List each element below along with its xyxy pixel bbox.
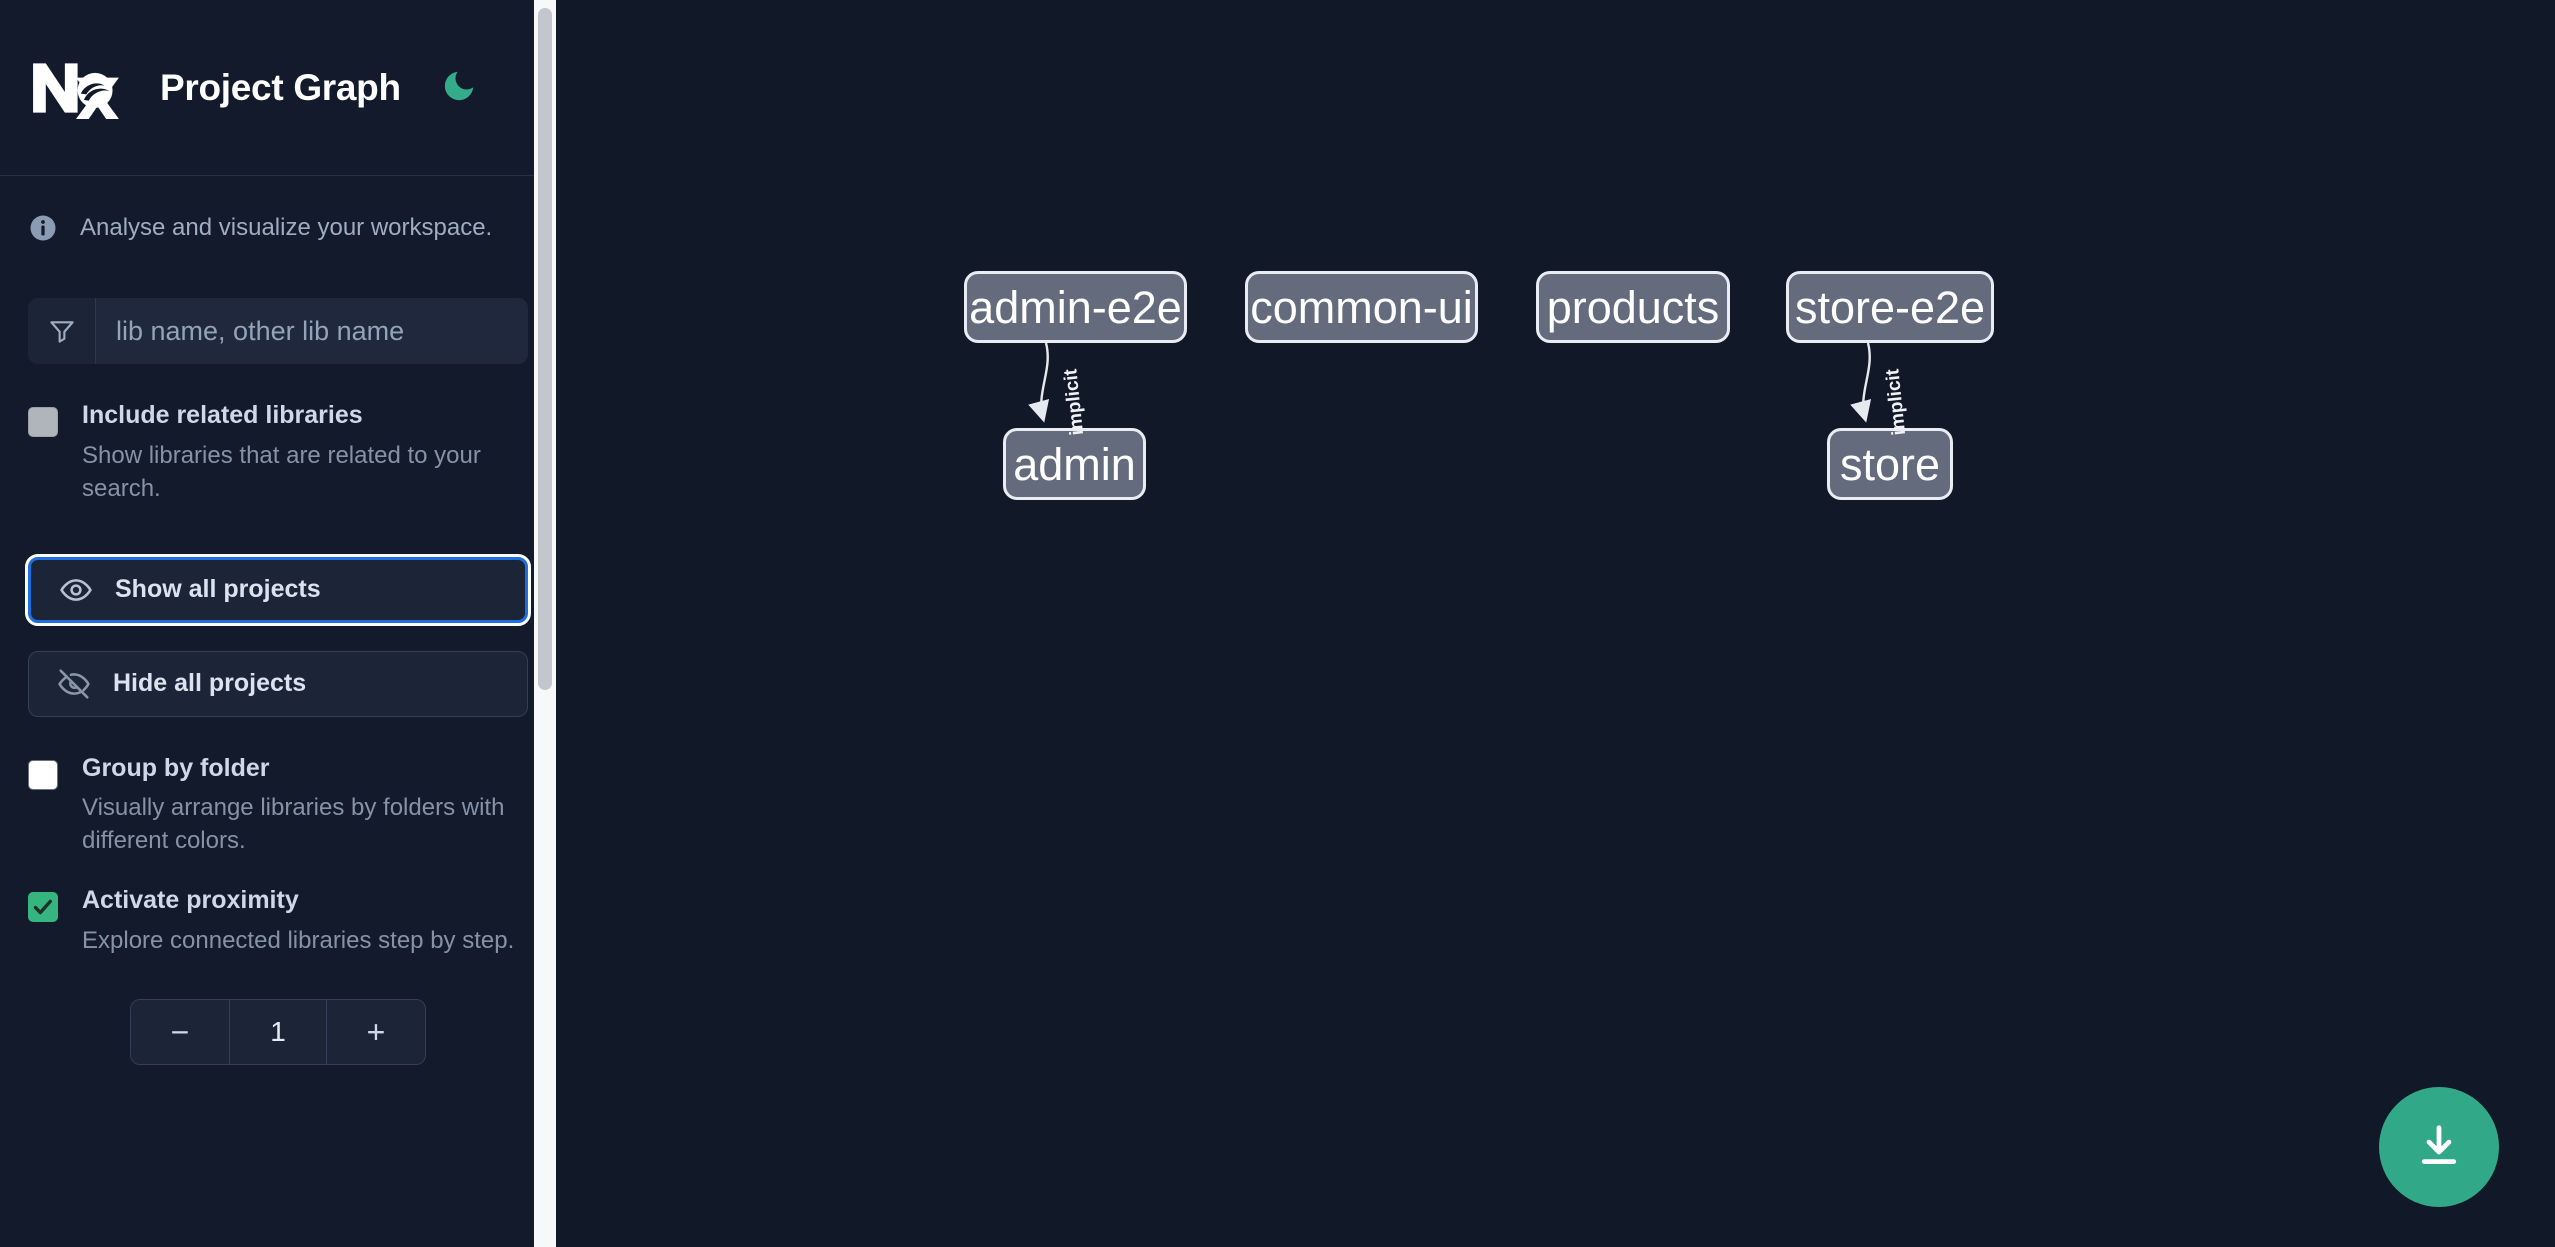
show-all-projects-button[interactable]: Show all projects	[25, 553, 531, 626]
graph-node-common-ui[interactable]: common-ui	[1245, 271, 1478, 343]
edge-store-e2e-to-store	[1850, 342, 1872, 423]
option-activate-proximity[interactable]: Activate proximity Explore connected lib…	[28, 887, 528, 957]
page-title: Project Graph	[160, 66, 401, 108]
stepper-decrement-button[interactable]: −	[131, 1000, 229, 1065]
eye-off-icon	[57, 667, 91, 701]
option-group-by-folder[interactable]: Group by folder Visually arrange librari…	[28, 753, 528, 858]
graph-node-admin[interactable]: admin	[1003, 428, 1146, 500]
option-label: Activate proximity	[82, 886, 299, 915]
graph-edges	[1028, 342, 1872, 423]
sidebar-scrollbar-track[interactable]	[534, 0, 556, 1247]
eye-icon	[59, 573, 93, 607]
option-description: Visually arrange libraries by folders wi…	[82, 794, 505, 855]
option-label: Group by folder	[82, 753, 270, 782]
graph-node-products[interactable]: products	[1536, 271, 1730, 343]
checkbox-activate-proximity[interactable]	[28, 892, 58, 923]
moon-icon	[440, 67, 478, 108]
show-all-projects-label: Show all projects	[115, 575, 321, 604]
graph-node-store[interactable]: store	[1827, 428, 1953, 500]
stepper-increment-button[interactable]: +	[327, 1000, 425, 1065]
graph-node-label: store-e2e	[1794, 281, 1986, 333]
graph-node-admin-e2e[interactable]: admin-e2e	[964, 271, 1187, 343]
edge-label-store-e2e-to-store: implicit	[1882, 367, 1911, 437]
filter-icon	[28, 298, 96, 364]
option-label: Include related libraries	[82, 401, 363, 429]
nx-logo	[28, 57, 124, 119]
graph-node-label: products	[1546, 281, 1720, 333]
info-icon	[28, 213, 58, 243]
download-icon	[2413, 1120, 2465, 1175]
option-description: Explore connected libraries step by step…	[82, 926, 515, 954]
edge-admin-e2e-to-admin	[1028, 342, 1050, 423]
hide-all-projects-label: Hide all projects	[113, 669, 307, 698]
info-banner: Analyse and visualize your workspace.	[28, 176, 528, 246]
proximity-stepper[interactable]: − 1 +	[130, 999, 426, 1066]
option-include-related-libraries[interactable]: Include related libraries Show libraries…	[28, 401, 528, 505]
hide-all-projects-button[interactable]: Hide all projects	[28, 650, 528, 717]
checkbox-include-related-libraries[interactable]	[28, 407, 58, 437]
sidebar-scrollbar-thumb[interactable]	[538, 8, 552, 690]
graph-canvas[interactable]: admin-e2e common-ui products store-e2e admin…	[556, 0, 2555, 1247]
graph-node-label: admin	[1013, 438, 1136, 490]
graph-node-store-e2e[interactable]: store-e2e	[1786, 271, 1994, 343]
search-input[interactable]	[96, 298, 528, 364]
info-text: Analyse and visualize your workspace.	[80, 214, 493, 241]
stepper-value: 1	[229, 1000, 327, 1065]
graph-node-label: store	[1839, 438, 1941, 490]
option-description: Show libraries that are related to your …	[82, 441, 481, 502]
sidebar-body: Analyse and visualize your workspace. In…	[0, 176, 556, 1066]
sidebar: Project Graph Analyse and v	[0, 0, 556, 1247]
graph-node-label: admin-e2e	[969, 281, 1182, 333]
proximity-stepper-wrapper: − 1 +	[28, 999, 528, 1066]
graph-node-label: common-ui	[1250, 281, 1473, 333]
checkbox-group-by-folder[interactable]	[28, 759, 58, 790]
edge-label-admin-e2e-to-admin: implicit	[1060, 367, 1089, 437]
download-graph-button[interactable]	[2379, 1087, 2499, 1207]
sidebar-header: Project Graph	[0, 0, 556, 176]
theme-toggle-button[interactable]	[437, 66, 481, 110]
search-field[interactable]	[28, 298, 528, 364]
